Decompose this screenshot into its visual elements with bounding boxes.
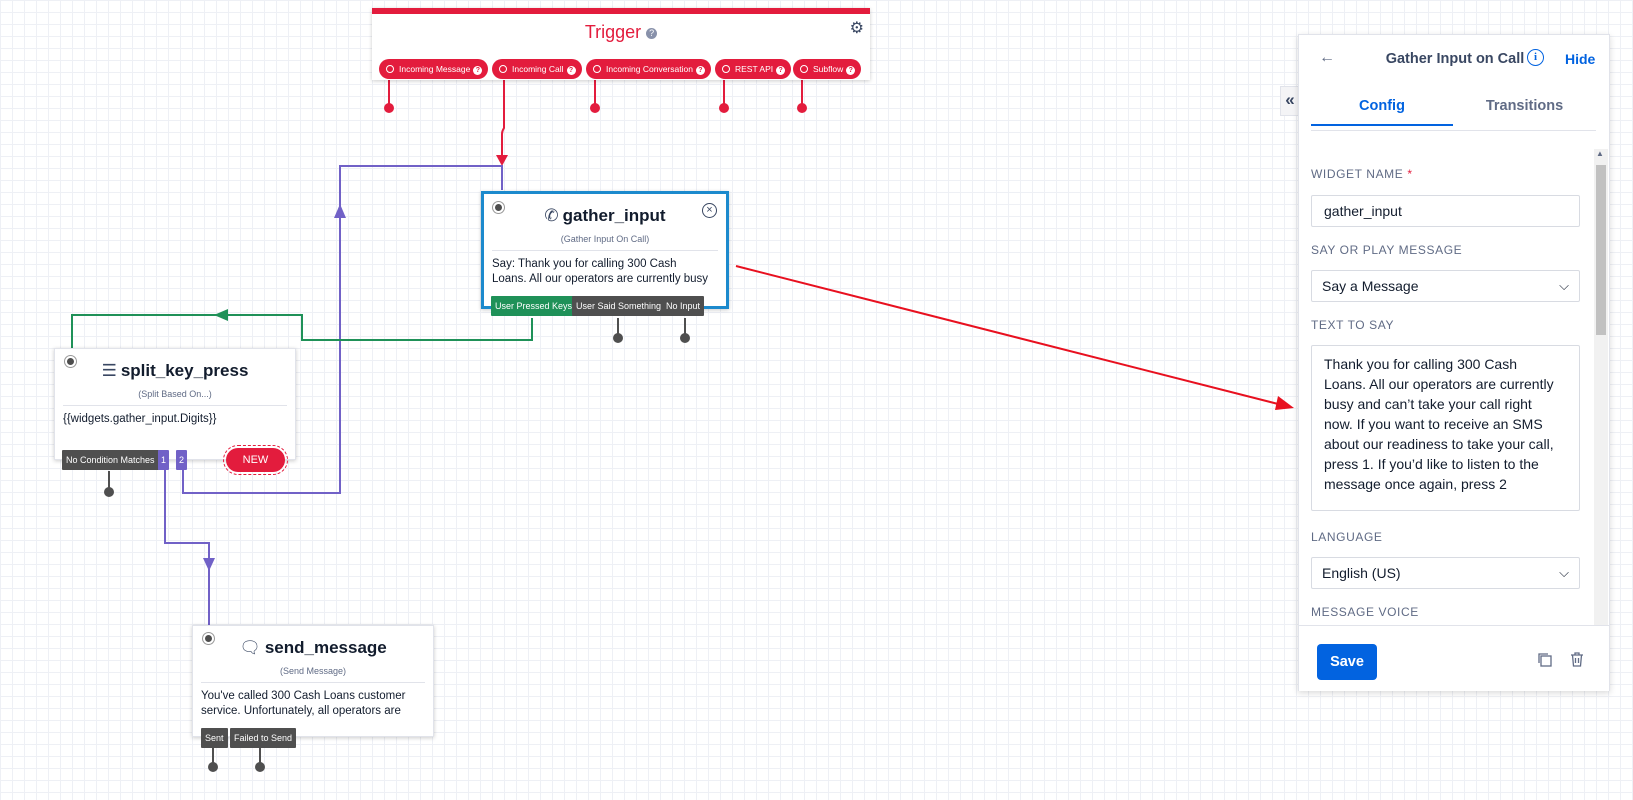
widget-name-input[interactable]: gather_input: [1311, 195, 1580, 227]
trigger-pill-incoming-conversation[interactable]: Incoming Conversation?: [586, 59, 711, 79]
config-panel: ← Gather Input on Call i Hide Config Tra…: [1298, 34, 1610, 691]
transition-2[interactable]: 2: [176, 450, 188, 470]
trigger-pill-rest-api[interactable]: REST API?: [715, 59, 792, 79]
send-message-subtitle: (Send Message): [279, 666, 347, 676]
gather-input-title: ✆gather_input: [544, 206, 666, 225]
send-message-inport[interactable]: [203, 633, 214, 644]
gather-input-inport[interactable]: [493, 202, 504, 213]
gather-port-no-input[interactable]: [680, 333, 690, 343]
info-icon[interactable]: i: [1527, 49, 1544, 66]
transition-failed-to-send[interactable]: Failed to Send: [230, 728, 297, 748]
gather-input-body: Say: Thank you for calling 300 Cash Loan…: [492, 258, 709, 285]
gather-input-widget[interactable]: ✆gather_input (Gather Input On Call) Say…: [481, 191, 729, 309]
send-port-sent[interactable]: [208, 762, 218, 772]
send-message-title: 🗨send_message: [239, 638, 387, 657]
text-to-say-label: TEXT TO SAY: [1311, 318, 1395, 332]
gear-icon[interactable]: ⚙: [849, 20, 864, 37]
widget-name-label: WIDGET NAME *: [1311, 167, 1413, 181]
trigger-title: Trigger ?: [372, 22, 870, 43]
say-or-play-label: SAY OR PLAY MESSAGE: [1311, 243, 1463, 257]
tab-config[interactable]: Config: [1311, 98, 1453, 126]
transition-1[interactable]: 1: [158, 450, 170, 470]
text-to-say-textarea[interactable]: Thank you for calling 300 Cash Loans. Al…: [1311, 345, 1580, 511]
split-key-press-widget[interactable]: ☰split_key_press (Split Based On...) {{w…: [54, 348, 296, 460]
language-select[interactable]: English (US)⌵: [1311, 557, 1580, 589]
split-icon: ☰: [101, 361, 117, 380]
phone-icon: ✆: [544, 206, 559, 225]
trigger-pill-subflow[interactable]: Subflow?: [793, 59, 862, 79]
message-voice-label: MESSAGE VOICE: [1311, 605, 1419, 619]
scrollbar-thumb[interactable]: [1596, 165, 1606, 335]
transition-no-condition-matches[interactable]: No Condition Matches: [62, 450, 159, 470]
collapse-icon[interactable]: «: [1280, 86, 1300, 116]
send-port-failed[interactable]: [255, 762, 265, 772]
copy-icon[interactable]: [1537, 652, 1553, 668]
tab-transitions[interactable]: Transitions: [1485, 98, 1564, 114]
panel-footer: Save: [1299, 625, 1609, 691]
trigger-port-subflow[interactable]: [797, 103, 807, 113]
trigger-port-incoming-conversation[interactable]: [590, 103, 600, 113]
trigger-pill-incoming-message[interactable]: Incoming Message?: [379, 59, 489, 79]
gather-port-user-said-something[interactable]: [613, 333, 623, 343]
split-key-press-subtitle: (Split Based On...): [138, 389, 212, 399]
trigger-pill-incoming-call[interactable]: Incoming Call?: [492, 59, 582, 79]
trigger-widget[interactable]: Trigger ? ⚙ Incoming Message? Incoming C…: [372, 8, 870, 80]
gather-input-subtitle: (Gather Input On Call): [560, 234, 650, 244]
scroll-up-icon[interactable]: ▲: [1596, 149, 1604, 158]
close-icon[interactable]: ×: [702, 203, 717, 218]
trigger-port-rest-api[interactable]: [719, 103, 729, 113]
say-or-play-select[interactable]: Say a Message⌵: [1311, 270, 1580, 302]
split-port-no-condition[interactable]: [104, 487, 114, 497]
transition-user-pressed-keys[interactable]: User Pressed Keys: [491, 296, 577, 316]
chat-icon: 🗨: [239, 638, 261, 657]
send-message-body: You've called 300 Cash Loans customer se…: [201, 690, 406, 717]
panel-title: Gather Input on Call: [1385, 51, 1525, 67]
save-button[interactable]: Save: [1317, 644, 1377, 680]
send-message-widget[interactable]: 🗨send_message (Send Message) You've call…: [192, 625, 434, 737]
chevron-down-icon: ⌵: [1559, 565, 1569, 580]
trigger-port-incoming-message[interactable]: [384, 103, 394, 113]
new-badge[interactable]: NEW: [223, 445, 288, 475]
chevron-down-icon: ⌵: [1559, 278, 1569, 293]
help-icon[interactable]: ?: [646, 27, 658, 39]
back-arrow-icon[interactable]: ←: [1319, 49, 1335, 66]
language-label: LANGUAGE: [1311, 530, 1383, 544]
transition-no-input[interactable]: No Input: [662, 296, 705, 316]
split-key-press-body: {{widgets.gather_input.Digits}}: [63, 413, 217, 425]
split-key-press-title: ☰split_key_press: [101, 361, 249, 380]
trash-icon[interactable]: [1569, 651, 1585, 668]
transition-sent[interactable]: Sent: [201, 728, 228, 748]
hide-button[interactable]: Hide: [1565, 51, 1596, 67]
split-key-press-inport[interactable]: [65, 356, 76, 367]
transition-user-said-something[interactable]: User Said Something: [572, 296, 666, 316]
